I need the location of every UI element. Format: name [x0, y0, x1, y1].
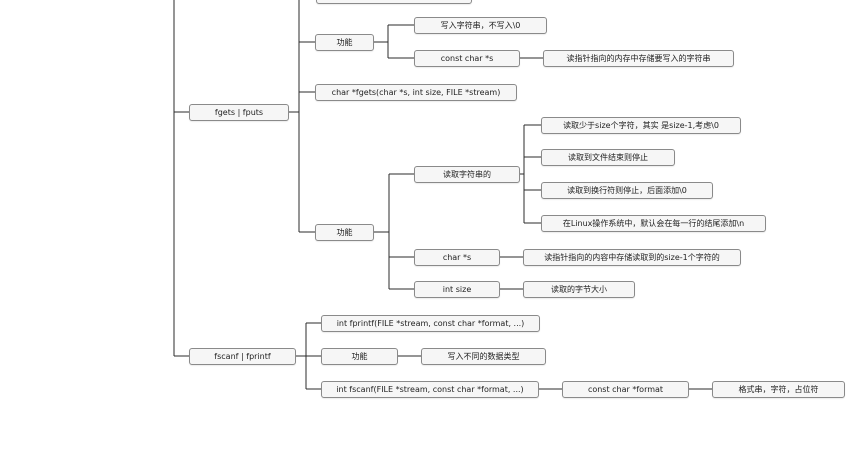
- node-fscanf-func[interactable]: 功能: [321, 348, 398, 365]
- node-top-func[interactable]: 功能: [315, 34, 374, 51]
- node-char-s[interactable]: char *s: [414, 249, 500, 266]
- node-int-size-desc[interactable]: 读取的字节大小: [523, 281, 635, 298]
- node-top-const-char-s[interactable]: const char *s: [414, 50, 520, 67]
- node-read-less-than-size[interactable]: 读取少于size个字符，其实 是size-1,考虑\0: [541, 117, 741, 134]
- node-fscanf-signature[interactable]: int fscanf(FILE *stream, const char *for…: [321, 381, 539, 398]
- node-format-desc[interactable]: 格式串，字符，占位符: [712, 381, 845, 398]
- node-fscanf-fprintf[interactable]: fscanf | fprintf: [189, 348, 296, 365]
- node-linux-newline[interactable]: 在Linux操作系统中，默认会在每一行的结尾添加\n: [541, 215, 766, 232]
- node-write-no-null[interactable]: 写入字符串，不写入\0: [414, 17, 547, 34]
- node-const-char-format[interactable]: const char *format: [562, 381, 689, 398]
- node-fgets-signature[interactable]: char *fgets(char *s, int size, FILE *str…: [315, 84, 517, 101]
- node-fprintf-signature[interactable]: int fprintf(FILE *stream, const char *fo…: [321, 315, 540, 332]
- node-read-string[interactable]: 读取字符串的: [414, 166, 520, 183]
- node-fgets-fputs[interactable]: fgets | fputs: [189, 104, 289, 121]
- top-clipped-node[interactable]: [316, 0, 472, 4]
- node-char-s-desc[interactable]: 读指针指向的内容中存储读取到的size-1个字符的: [523, 249, 741, 266]
- node-read-newline-stop[interactable]: 读取到换行符则停止，后面添加\0: [541, 182, 713, 199]
- node-fgets-func[interactable]: 功能: [315, 224, 374, 241]
- node-write-data-types[interactable]: 写入不同的数据类型: [421, 348, 546, 365]
- node-int-size[interactable]: int size: [414, 281, 500, 298]
- node-top-read-pointer-desc[interactable]: 读指针指向的内存中存储要写入的字符串: [543, 50, 734, 67]
- node-read-eof-stop[interactable]: 读取到文件结束则停止: [541, 149, 675, 166]
